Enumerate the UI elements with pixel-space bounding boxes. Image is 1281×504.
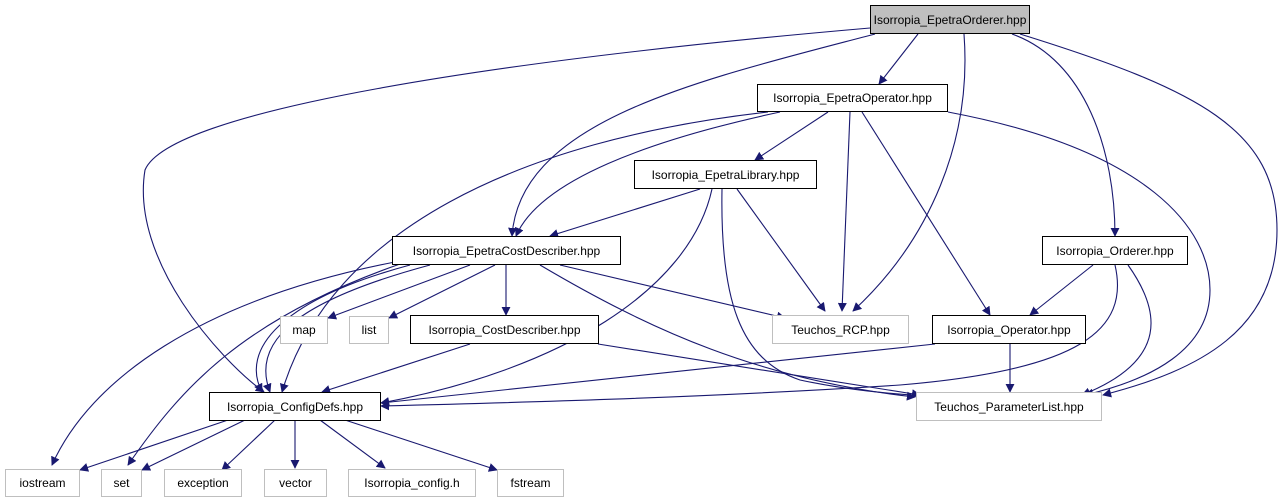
node-label: map xyxy=(292,323,316,337)
edge-cdefs-fst xyxy=(344,419,498,472)
node-label: list xyxy=(361,323,377,337)
node-isorropia-epetra-orderer[interactable]: Isorropia_EpetraOrderer.hpp xyxy=(870,5,1030,34)
node-label: Teuchos_RCP.hpp xyxy=(791,322,890,337)
edge-eo-rcp xyxy=(852,33,966,312)
node-exception[interactable]: exception xyxy=(164,469,242,497)
node-map[interactable]: map xyxy=(280,316,328,344)
node-label: Isorropia_CostDescriber.hpp xyxy=(428,322,581,337)
edge-eop-el xyxy=(754,111,829,161)
edge-cdefs-ios xyxy=(79,419,229,472)
node-iostream[interactable]: iostream xyxy=(5,469,80,497)
edge-cdefs-exc xyxy=(221,419,276,471)
node-label: vector xyxy=(279,476,312,490)
node-label: Isorropia_config.h xyxy=(364,476,460,490)
edge-eo-ord xyxy=(1011,33,1120,237)
node-isorropia-epetra-operator[interactable]: Isorropia_EpetraOperator.hpp xyxy=(757,84,948,112)
node-label: exception xyxy=(177,476,229,490)
edge-eo-cdefs xyxy=(142,27,871,393)
node-label: Isorropia_EpetraCostDescriber.hpp xyxy=(412,243,601,258)
node-list[interactable]: list xyxy=(349,316,389,344)
edge-cdefs-icfg xyxy=(319,419,386,469)
node-fstream[interactable]: fstream xyxy=(497,469,564,497)
edge-eop-rcp xyxy=(837,111,851,312)
edge-eo-ecd xyxy=(508,33,876,237)
edge-ecd-list xyxy=(388,264,496,319)
node-isorropia-config-defs[interactable]: Isorropia_ConfigDefs.hpp xyxy=(209,392,381,421)
edge-op-cdefs xyxy=(380,343,936,407)
edge-el-cdefs xyxy=(380,188,713,406)
node-label: Isorropia_EpetraOrderer.hpp xyxy=(873,12,1027,27)
edge-eo-eop xyxy=(878,33,919,85)
node-label: Teuchos_ParameterList.hpp xyxy=(934,399,1084,414)
edge-eop-ecd xyxy=(515,111,781,237)
node-teuchos-parameter-list[interactable]: Teuchos_ParameterList.hpp xyxy=(916,392,1102,421)
edge-ecd-set xyxy=(127,263,401,466)
node-isorropia-epetra-cost-describer[interactable]: Isorropia_EpetraCostDescriber.hpp xyxy=(392,236,621,265)
edge-ord-pl xyxy=(1081,264,1152,397)
edge-cd-pl xyxy=(597,343,921,399)
node-teuchos-rcp[interactable]: Teuchos_RCP.hpp xyxy=(772,315,909,344)
node-isorropia-config-h[interactable]: Isorropia_config.h xyxy=(348,469,476,497)
node-label: Isorropia_Orderer.hpp xyxy=(1056,243,1174,258)
edge-ecd-ios xyxy=(51,261,396,466)
node-label: iostream xyxy=(19,476,66,490)
edge-cdefs-set xyxy=(141,419,246,471)
edge-el-rcp xyxy=(736,188,826,312)
node-label: set xyxy=(113,476,130,490)
edge-el-ecd xyxy=(549,188,701,238)
edge-eop-pl xyxy=(947,111,1211,398)
edge-eo-pl xyxy=(1019,33,1278,398)
node-isorropia-epetra-library[interactable]: Isorropia_EpetraLibrary.hpp xyxy=(634,160,817,189)
edge-ord-op xyxy=(1029,264,1094,316)
node-set[interactable]: set xyxy=(101,469,142,497)
node-label: Isorropia_EpetraLibrary.hpp xyxy=(651,167,800,182)
node-label: Isorropia_Operator.hpp xyxy=(947,322,1071,337)
edge-eop-op xyxy=(861,111,991,316)
node-label: Isorropia_ConfigDefs.hpp xyxy=(226,399,364,414)
edge-cd-cdefs xyxy=(321,343,471,394)
node-isorropia-cost-describer[interactable]: Isorropia_CostDescriber.hpp xyxy=(410,315,599,344)
edge-ecd-cdefs-2 xyxy=(254,264,411,393)
node-isorropia-operator[interactable]: Isorropia_Operator.hpp xyxy=(932,315,1086,344)
node-isorropia-orderer[interactable]: Isorropia_Orderer.hpp xyxy=(1042,236,1188,265)
edge-el-pl xyxy=(721,188,1061,402)
node-label: Isorropia_EpetraOperator.hpp xyxy=(773,91,932,105)
node-vector[interactable]: vector xyxy=(264,469,327,497)
edge-ecd-rcp xyxy=(559,264,786,321)
node-label: fstream xyxy=(510,476,551,490)
edge-ecd-map xyxy=(327,264,471,320)
edge-ord-cdefs xyxy=(380,264,1119,411)
